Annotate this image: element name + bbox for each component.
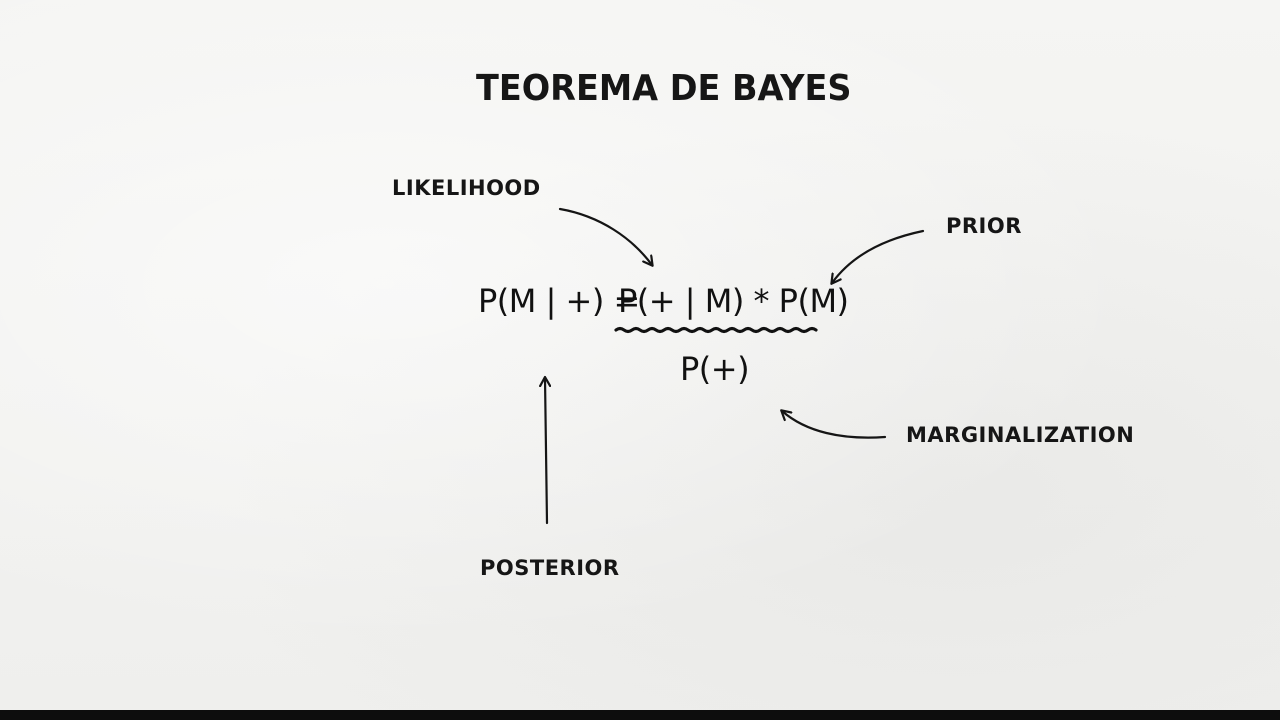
formula-numerator: P(+ | M) * P(M) xyxy=(618,282,849,320)
prior-label: PRIOR xyxy=(946,214,1022,238)
bottom-bar xyxy=(0,710,1280,720)
formula-denominator: P(+) xyxy=(680,350,750,388)
diagram-title: TEOREMA DE BAYES xyxy=(476,68,852,109)
likelihood-label: LIKELIHOOD xyxy=(392,176,541,200)
fraction-bar xyxy=(614,326,818,334)
likelihood-arrow-icon xyxy=(558,207,652,265)
prior-arrow-icon xyxy=(832,229,925,283)
formula-lhs: P(M | +) = xyxy=(478,282,640,320)
marginalization-label: MARGINALIZATION xyxy=(906,423,1135,447)
posterior-arrow-icon xyxy=(545,378,547,525)
posterior-label: POSTERIOR xyxy=(480,556,620,580)
marginalization-arrow-icon xyxy=(782,411,887,439)
